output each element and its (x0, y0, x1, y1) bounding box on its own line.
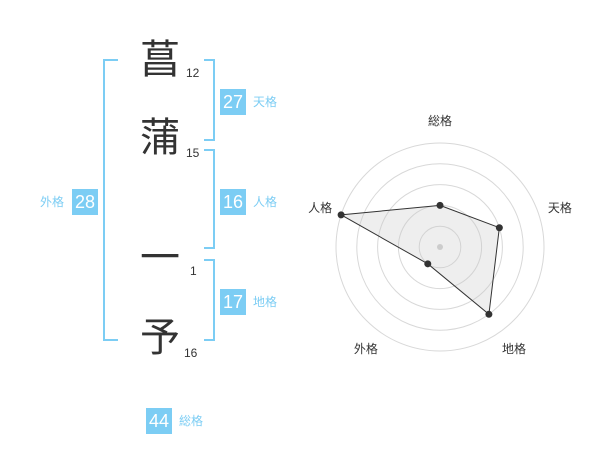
radar-axis-label-3: 地格 (502, 341, 526, 356)
gaikaku-label: 外格 (40, 195, 65, 209)
radar-axis-label-1: 総格 (428, 113, 452, 128)
name-char-3: 一 (140, 235, 180, 281)
radar-point-4 (424, 260, 432, 268)
name-char-2: 蒲 (140, 115, 180, 161)
soukaku-label: 総格 (179, 414, 204, 428)
jinkaku-value: 16 (220, 189, 246, 215)
radar-point-1 (436, 201, 444, 209)
radar-point-2 (495, 224, 503, 232)
chikaku-label: 地格 (253, 295, 278, 309)
chikaku-value: 17 (220, 289, 246, 315)
radar-ring-5 (335, 142, 545, 352)
stroke-count-3: 1 (190, 264, 197, 278)
soukaku-value: 44 (146, 408, 172, 434)
stroke-count-4: 16 (184, 346, 198, 360)
radar-axis-label-2: 天格 (548, 200, 572, 215)
radar-point-3 (485, 310, 493, 318)
radar-ring-3 (377, 184, 503, 310)
radar-ring-1 (418, 225, 462, 269)
radar-axis-label-4: 外格 (354, 341, 378, 356)
tenkaku-label: 天格 (253, 95, 278, 109)
radar-area (339, 204, 500, 316)
name-char-4: 予 (140, 315, 180, 361)
radar-center (437, 244, 443, 250)
radar-axis-label-5: 人格 (308, 200, 332, 215)
stroke-count-1: 12 (186, 66, 200, 80)
radar-point-5 (337, 211, 345, 219)
stroke-count-2: 15 (186, 146, 200, 160)
radar-ring-4 (356, 163, 524, 331)
gaikaku-value: 28 (72, 189, 98, 215)
jinkaku-label: 人格 (253, 195, 278, 209)
tenkaku-value: 27 (220, 89, 246, 115)
name-char-1: 菖 (140, 37, 180, 83)
